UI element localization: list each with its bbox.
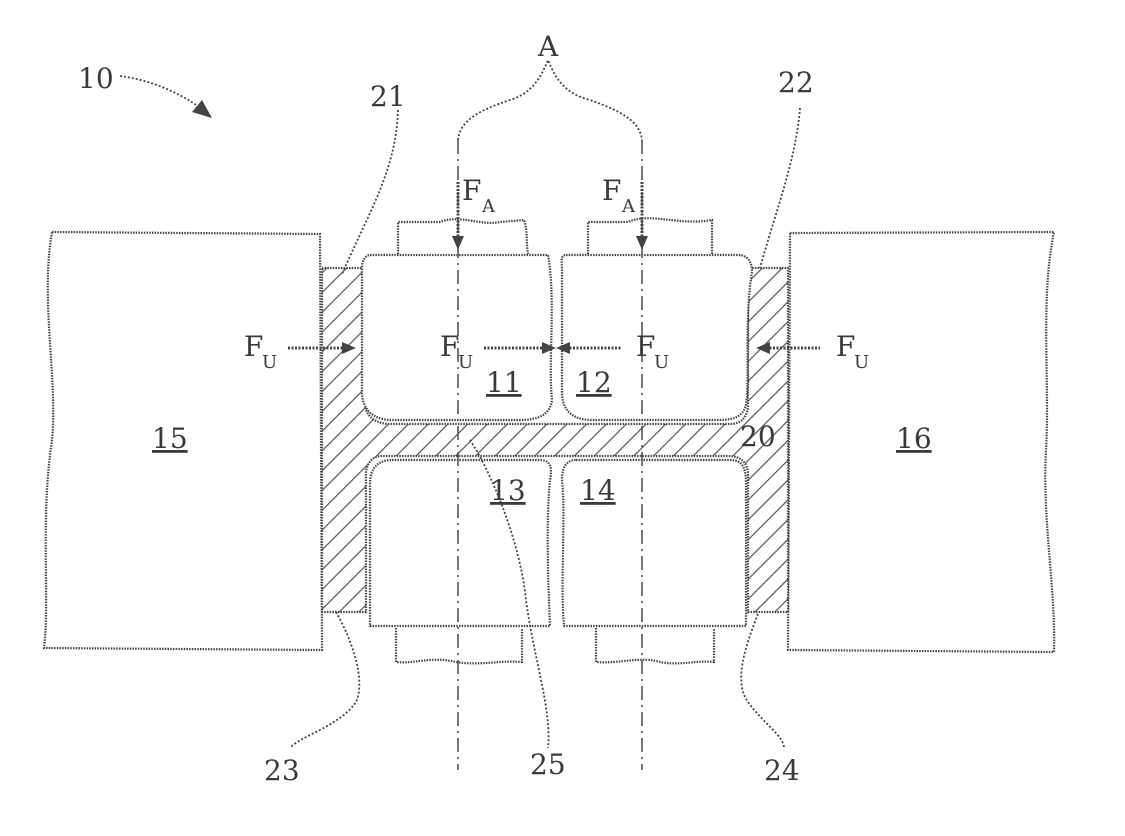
force-axial-right-subscript: A xyxy=(621,196,636,217)
label-22: 22 xyxy=(778,66,814,99)
force-radial-center-right-subscript: U xyxy=(654,352,669,373)
label-14: 14 xyxy=(580,474,616,507)
leader-10 xyxy=(120,76,206,112)
force-radial-left-subscript: U xyxy=(262,352,277,373)
label-12: 12 xyxy=(576,366,612,399)
leader-21 xyxy=(342,110,398,274)
label-11: 11 xyxy=(486,366,522,399)
force-radial-center-right-symbol: F xyxy=(636,330,655,363)
force-radial-right-symbol: F xyxy=(836,330,855,363)
spacing-brace xyxy=(458,60,642,140)
label-20: 20 xyxy=(740,420,776,453)
force-radial-center-left-subscript: U xyxy=(458,352,473,373)
leader-23 xyxy=(290,612,359,748)
label-13: 13 xyxy=(490,474,526,507)
label-a: A xyxy=(537,30,559,63)
lower-tool-left xyxy=(396,628,522,663)
label-10: 10 xyxy=(78,62,114,95)
force-axial-left-subscript: A xyxy=(481,196,496,217)
force-radial-right-subscript: U xyxy=(854,352,869,373)
label-15: 15 xyxy=(152,422,188,455)
label-23: 23 xyxy=(264,754,300,787)
upper-tool-right xyxy=(588,218,712,254)
label-21: 21 xyxy=(370,80,406,113)
label-25: 25 xyxy=(530,748,566,781)
lower-tool-right xyxy=(596,628,714,663)
arrowhead-10 xyxy=(192,100,212,118)
label-24: 24 xyxy=(764,754,800,787)
force-radial-center-left-symbol: F xyxy=(440,330,459,363)
label-16: 16 xyxy=(896,422,932,455)
force-axial-right-symbol: F xyxy=(602,174,621,207)
force-axial-left-symbol: F xyxy=(462,174,481,207)
leader-24 xyxy=(741,614,784,748)
force-radial-left-symbol: F xyxy=(244,330,263,363)
leader-22 xyxy=(760,108,800,268)
